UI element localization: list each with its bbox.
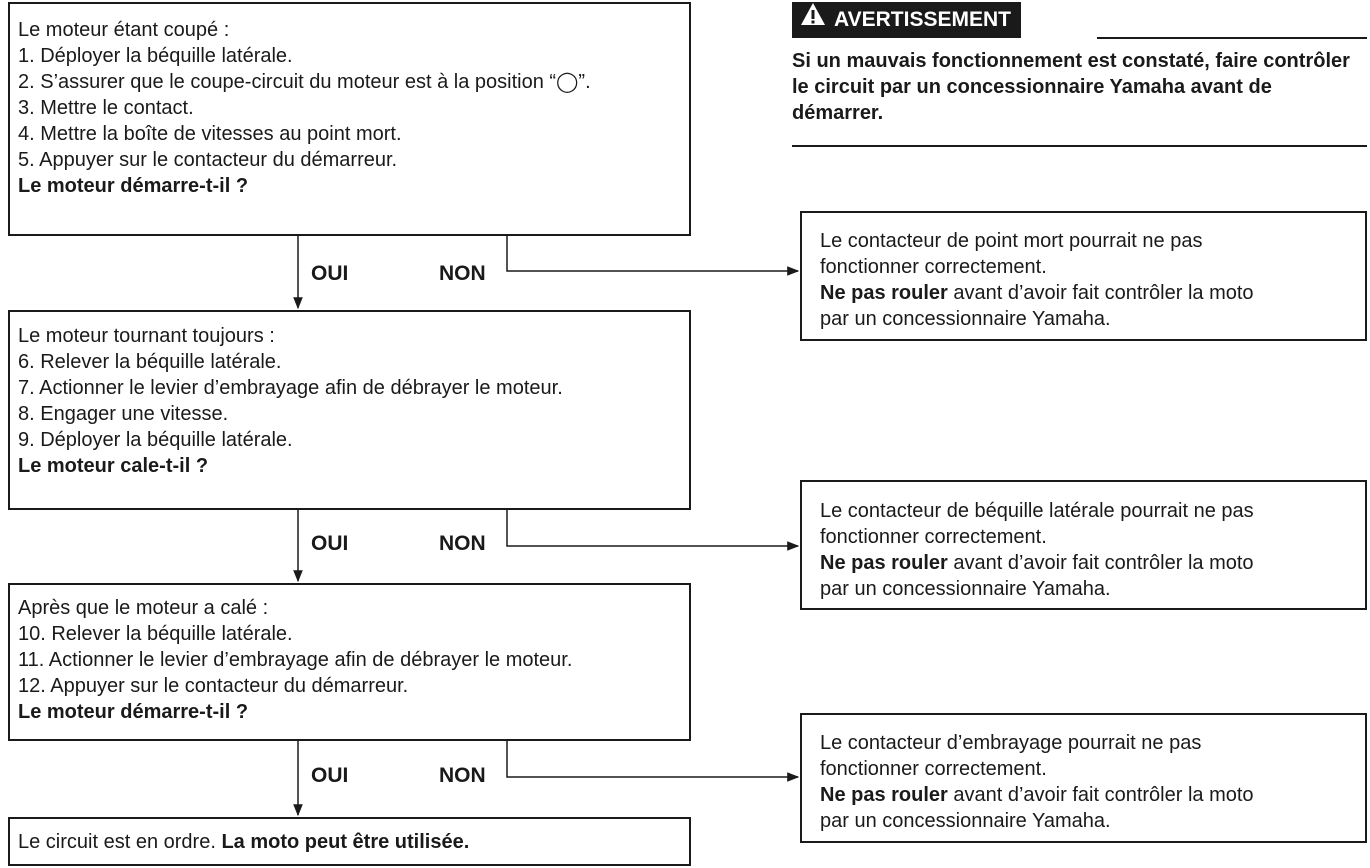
step-line: Le moteur étant coupé : (18, 19, 230, 41)
step-line: 9. Déployer la béquille latérale. (18, 429, 293, 451)
step-line: 4. Mettre la boîte de vitesses au point … (18, 123, 402, 145)
step-line: 2. S’assurer que le coupe-circuit du mot… (18, 71, 591, 93)
step-box-1: Le moteur étant coupé : 1. Déployer la b… (8, 2, 691, 236)
warning-triangle-icon (800, 2, 826, 38)
outcome-bold: Ne pas rouler (820, 784, 948, 806)
outcome-line: par un concessionnaire Yamaha. (820, 810, 1111, 832)
step-question: Le moteur démarre-t-il ? (18, 175, 249, 197)
outcome-rest: avant d’avoir fait contrôler la moto (947, 552, 1254, 574)
outcome-line: fonctionner correctement. (820, 758, 1047, 780)
step-line: 11. Actionner le levier d’embrayage afin… (18, 649, 573, 671)
outcome-line: Le contacteur d’embrayage pourrait ne pa… (820, 732, 1202, 754)
warning-header: AVERTISSEMENT (792, 2, 1021, 38)
outcome-line: Ne pas rouler avant d’avoir fait contrôl… (820, 280, 1365, 306)
no-arrow-3 (506, 741, 800, 782)
outcome-box-2: Le contacteur de béquille latérale pourr… (800, 480, 1367, 610)
outcome-line: fonctionner correctement. (820, 256, 1047, 278)
no-label: NON (439, 764, 486, 787)
yes-label: OUI (311, 262, 349, 285)
outcome-line: Le contacteur de point mort pourrait ne … (820, 230, 1203, 252)
final-text: Le circuit est en ordre. (18, 831, 222, 853)
step-question: Le moteur cale-t-il ? (18, 455, 209, 477)
outcome-box-3: Le contacteur d’embrayage pourrait ne pa… (800, 713, 1367, 843)
step-line: 10. Relever la béquille latérale. (18, 623, 293, 645)
warning-title: AVERTISSEMENT (834, 8, 1011, 31)
outcome-line: Ne pas rouler avant d’avoir fait contrôl… (820, 550, 1365, 576)
step-question: Le moteur démarre-t-il ? (18, 701, 249, 723)
step-line: Après que le moteur a calé : (18, 597, 269, 619)
outcome-rest: avant d’avoir fait contrôler la moto (947, 282, 1254, 304)
outcome-line: par un concessionnaire Yamaha. (820, 308, 1111, 330)
outcome-line: fonctionner correctement. (820, 526, 1047, 548)
final-box: Le circuit est en ordre. La moto peut êt… (8, 817, 691, 866)
step-line: 7. Actionner le levier d’embrayage afin … (18, 377, 563, 399)
step-box-3: Après que le moteur a calé : 10. Relever… (8, 583, 691, 741)
no-label: NON (439, 262, 486, 285)
outcome-line: Le contacteur de béquille latérale pourr… (820, 500, 1254, 522)
step-box-2: Le moteur tournant toujours : 6. Relever… (8, 310, 691, 510)
outcome-box-1: Le contacteur de point mort pourrait ne … (800, 211, 1367, 341)
step-line: Le moteur tournant toujours : (18, 325, 275, 347)
outcome-bold: Ne pas rouler (820, 282, 948, 304)
yes-label: OUI (311, 764, 349, 787)
step-line: 8. Engager une vitesse. (18, 403, 229, 425)
no-arrow-1 (506, 236, 800, 276)
outcome-rest: avant d’avoir fait contrôler la moto (947, 784, 1254, 806)
step-line: 12. Appuyer sur le contacteur du démarre… (18, 675, 409, 697)
final-text-bold: La moto peut être utilisée. (221, 831, 470, 853)
step-line: 5. Appuyer sur le contacteur du démarreu… (18, 149, 398, 171)
warning-text: Si un mauvais fonctionnement est constat… (792, 50, 1350, 124)
outcome-line: Ne pas rouler avant d’avoir fait contrôl… (820, 782, 1365, 808)
outcome-bold: Ne pas rouler (820, 552, 948, 574)
no-label: NON (439, 532, 486, 555)
yes-label: OUI (311, 532, 349, 555)
warning-bottom-rule (792, 145, 1367, 147)
no-arrow-2 (506, 510, 800, 551)
step-line: 1. Déployer la béquille latérale. (18, 45, 293, 67)
step-line: 6. Relever la béquille latérale. (18, 351, 282, 373)
outcome-line: par un concessionnaire Yamaha. (820, 578, 1111, 600)
warning-title-rule (1097, 37, 1367, 39)
step-line: 3. Mettre le contact. (18, 97, 194, 119)
